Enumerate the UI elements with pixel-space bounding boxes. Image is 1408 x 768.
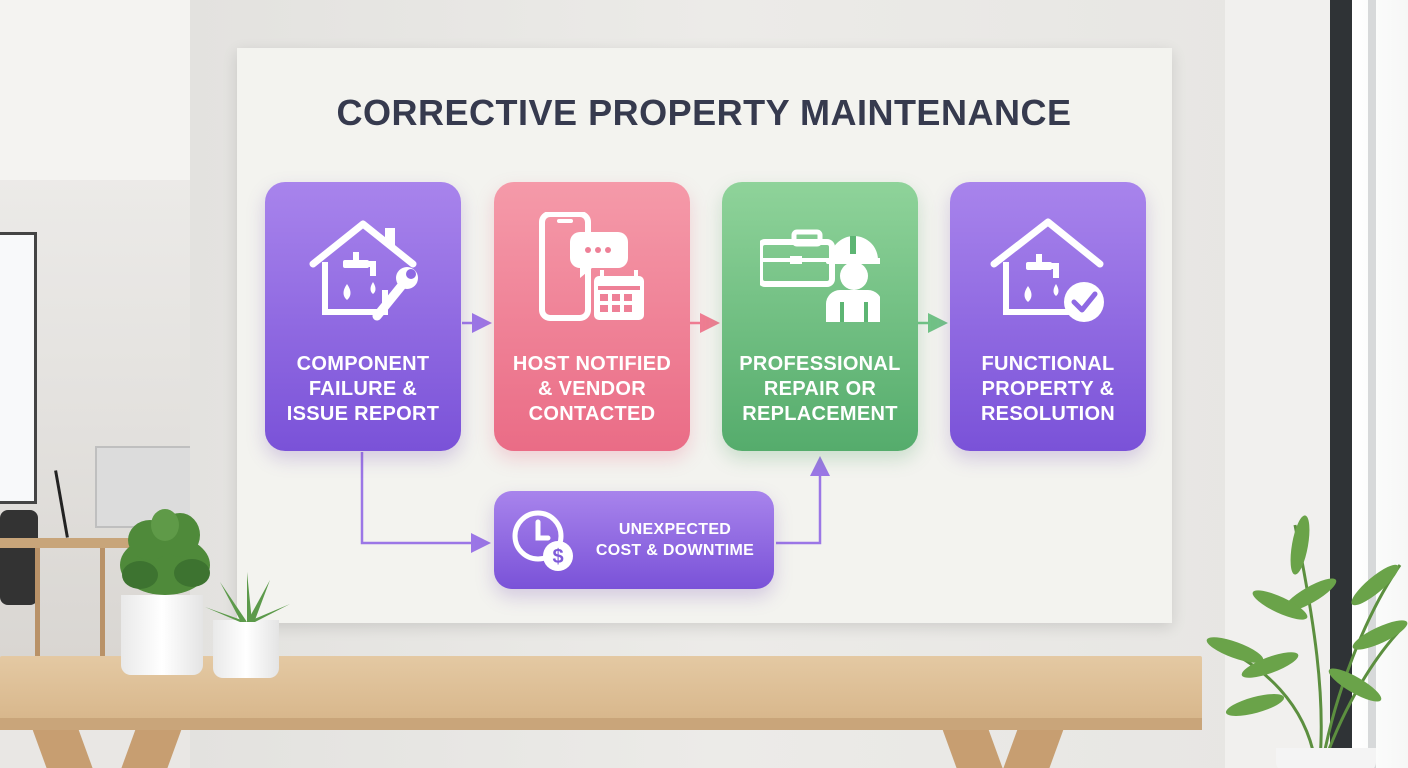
arrow-branch-to-step3 — [776, 456, 830, 545]
poster-title: CORRECTIVE PROPERTY MAINTENANCE — [336, 92, 1072, 133]
house-faucet-check-icon — [990, 218, 1104, 322]
potted-plant-large — [120, 509, 210, 595]
toolbox-worker-icon — [760, 229, 880, 322]
clock-dollar-icon: $ — [512, 510, 573, 571]
floor-plant — [1206, 515, 1408, 761]
plant-pot-small — [213, 620, 279, 678]
house-faucet-wrench-icon — [309, 220, 418, 321]
background-desk — [0, 538, 190, 548]
plant-pot-large — [121, 595, 203, 675]
step-card-professional-repair: PROFESSIONAL REPAIR OR REPLACEMENT — [722, 182, 918, 451]
svg-text:$: $ — [552, 546, 563, 568]
window-mullion — [1368, 0, 1376, 768]
arrow-step1-to-branch — [360, 452, 491, 553]
branch-card-unexpected-cost: $ UNEXPECTED COST & DOWNTIME — [494, 491, 774, 589]
background-ceiling — [0, 0, 200, 180]
window-frame — [1330, 0, 1352, 768]
step-label: FUNCTIONAL PROPERTY & RESOLUTION — [980, 353, 1116, 425]
step-label: HOST NOTIFIED & VENDOR CONTACTED — [512, 353, 672, 425]
step-card-functional-property: FUNCTIONAL PROPERTY & RESOLUTION — [950, 182, 1146, 451]
office-chair — [0, 510, 38, 605]
floor-plant-pot — [1276, 748, 1376, 768]
branch-label: UNEXPECTED COST & DOWNTIME — [595, 521, 755, 559]
background-desk-leg — [100, 548, 105, 658]
background-window — [0, 232, 37, 504]
step-card-host-notified: HOST NOTIFIED & VENDOR CONTACTED — [494, 182, 690, 451]
table-edge — [0, 718, 1202, 730]
step-label: COMPONENT FAILURE & ISSUE REPORT — [286, 353, 440, 425]
phone-chat-calendar-icon — [539, 212, 644, 321]
background-desk-leg — [35, 548, 40, 658]
step-label: PROFESSIONAL REPAIR OR REPLACEMENT — [739, 353, 901, 425]
potted-succulent — [205, 572, 290, 622]
step-card-component-failure: COMPONENT FAILURE & ISSUE REPORT — [265, 182, 461, 451]
side-wall — [1225, 0, 1335, 768]
